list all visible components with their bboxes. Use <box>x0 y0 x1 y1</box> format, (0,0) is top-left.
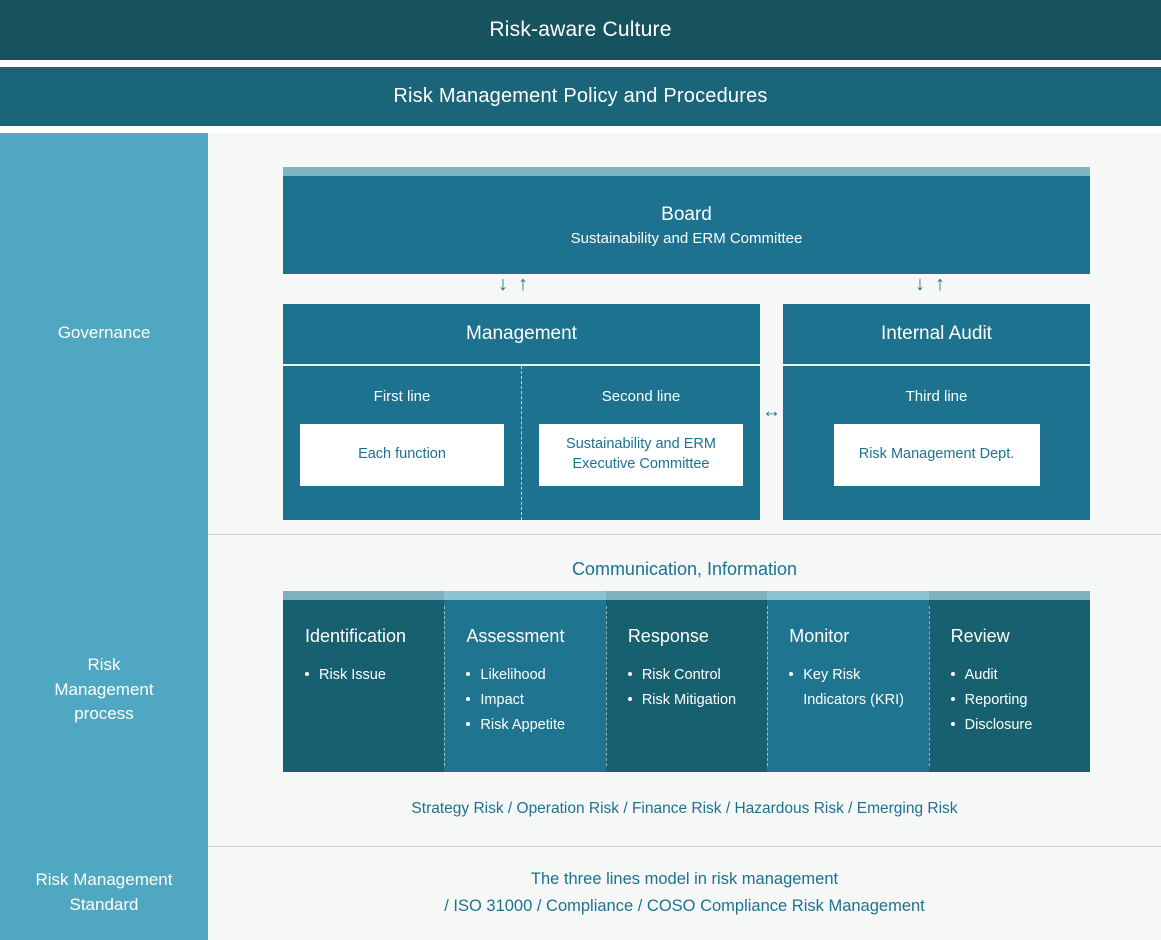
process-cap-strips <box>283 591 1091 600</box>
exec-committee-label: Sustainability and ERM Executive Committ… <box>566 435 716 474</box>
arrow-pair-management: ↓ ↑ <box>498 274 528 294</box>
risk-types-label: Strategy Risk / Operation Risk / Finance… <box>411 800 958 817</box>
process-step-items: Risk Control Risk Mitigation <box>627 663 767 713</box>
standard-text-block: The three lines model in risk management… <box>208 846 1161 940</box>
arrow-down-icon: ↓ <box>498 273 508 295</box>
process-step-monitor[interactable]: Monitor Key Risk Indicators (KRI) <box>767 600 929 772</box>
list-item: Risk Control <box>627 663 746 688</box>
third-line-column: Third line Risk Management Dept. <box>783 366 1090 520</box>
process-label-line1: Risk <box>87 655 121 675</box>
process-step-assessment[interactable]: Assessment Likelihood Impact Risk Appeti… <box>444 600 606 772</box>
process-label: Risk Management process <box>54 653 153 727</box>
rail-label-governance: Governance <box>0 133 208 534</box>
process-cap-monitor <box>767 591 929 600</box>
process-steps: Identification Risk Issue Assessment Lik… <box>283 600 1091 772</box>
risk-management-policy-banner: Risk Management Policy and Procedures <box>0 67 1161 126</box>
first-line-label: First line <box>373 388 431 405</box>
governance-content: Board Sustainability and ERM Committee ↓… <box>208 133 1161 534</box>
internal-audit-box[interactable]: Internal Audit Third line Risk Managemen… <box>783 304 1090 520</box>
internal-audit-title: Internal Audit <box>783 304 1090 366</box>
list-item: Audit <box>950 663 1069 688</box>
list-item: Reporting <box>950 688 1069 713</box>
process-content: Communication, Information Identificatio… <box>208 534 1161 846</box>
third-line-label: Third line <box>905 388 968 405</box>
second-line-label: Second line <box>601 388 681 405</box>
process-label-line3: process <box>74 704 134 724</box>
standard-line-2: / ISO 31000 / Compliance / COSO Complian… <box>444 897 925 915</box>
governance-label: Governance <box>57 323 151 343</box>
list-item: Risk Issue <box>305 663 423 688</box>
management-lines: First line Each function Second line Sus… <box>283 366 760 520</box>
process-step-title: Monitor <box>789 626 850 646</box>
process-step-response[interactable]: Response Risk Control Risk Mitigation <box>605 600 768 772</box>
list-item: Likelihood <box>466 663 584 688</box>
list-item: Risk Mitigation <box>627 688 746 713</box>
exec-committee-line2: Executive Committee <box>572 456 710 472</box>
arrow-up-icon: ↑ <box>518 273 528 295</box>
rail-label-process: Risk Management process <box>0 534 208 846</box>
process-step-title: Identification <box>305 626 407 646</box>
rail-label-standard: Risk Management Standard <box>0 846 208 940</box>
section-divider-process-standard <box>208 846 1161 847</box>
list-item: Disclosure <box>950 713 1069 738</box>
framework-body: Governance Board Sustainability and ERM … <box>0 133 1161 940</box>
board-subtitle: Sustainability and ERM Committee <box>570 229 803 247</box>
list-item: Impact <box>466 688 584 713</box>
process-cap-response <box>605 591 768 600</box>
each-function-card[interactable]: Each function <box>300 424 504 486</box>
process-cap-assessment <box>444 591 606 600</box>
sustainability-erm-exec-committee-card[interactable]: Sustainability and ERM Executive Committ… <box>539 424 743 486</box>
internal-audit-lines: Third line Risk Management Dept. <box>783 366 1090 520</box>
risk-management-standard-row: Risk Management Standard The three lines… <box>0 846 1161 940</box>
arrow-bidirectional-icon: ↔ <box>762 401 781 422</box>
risk-management-process-row: Risk Management process Communication, I… <box>0 534 1161 846</box>
risk-aware-culture-label: Risk-aware Culture <box>489 18 672 41</box>
second-line-column: Second line Sustainability and ERM Execu… <box>521 366 760 520</box>
standard-line-1: The three lines model in risk management <box>530 870 839 889</box>
process-step-identification[interactable]: Identification Risk Issue <box>283 600 445 772</box>
governance-columns: Management First line Each function Seco… <box>283 304 1090 520</box>
process-step-title: Review <box>950 626 1010 646</box>
management-audit-link-arrow: ↔ <box>760 304 783 520</box>
board-cap-strip <box>283 167 1090 176</box>
first-line-column: First line Each function <box>283 366 521 520</box>
arrow-up-icon: ↑ <box>935 273 945 295</box>
process-steps-block: Identification Risk Issue Assessment Lik… <box>283 591 1091 772</box>
board-connector-arrows: ↓ ↑ ↓ ↑ <box>283 274 1090 302</box>
process-step-items: Audit Reporting Disclosure <box>950 663 1090 738</box>
process-step-review[interactable]: Review Audit Reporting Disclosure <box>928 600 1091 772</box>
process-step-items: Key Risk Indicators (KRI) <box>789 663 928 713</box>
list-item: Key Risk Indicators (KRI) <box>789 663 907 713</box>
management-title: Management <box>283 304 760 366</box>
board-title: Board <box>661 203 712 225</box>
risk-management-dept-label: Risk Management Dept. <box>858 446 1015 463</box>
process-step-title: Assessment <box>466 626 565 646</box>
governance-row: Governance Board Sustainability and ERM … <box>0 133 1161 534</box>
board-box[interactable]: Board Sustainability and ERM Committee <box>283 176 1090 274</box>
each-function-label: Each function <box>358 446 446 463</box>
standard-label: Risk Management Standard <box>35 868 172 917</box>
list-item: Risk Appetite <box>466 713 584 738</box>
process-step-title: Response <box>627 626 709 646</box>
risk-management-dept-card[interactable]: Risk Management Dept. <box>833 424 1040 486</box>
process-step-items: Risk Issue <box>305 663 444 688</box>
standard-label-line2: Standard <box>69 895 139 914</box>
risk-aware-culture-banner: Risk-aware Culture <box>0 0 1161 60</box>
standard-label-line1: Risk Management <box>35 870 173 890</box>
standard-content: The three lines model in risk management… <box>208 846 1161 940</box>
exec-committee-line1: Sustainability and ERM <box>566 436 716 453</box>
risk-management-policy-label: Risk Management Policy and Procedures <box>393 85 768 107</box>
section-divider-governance-process <box>208 534 1161 535</box>
process-cap-review <box>928 591 1091 600</box>
process-step-items: Likelihood Impact Risk Appetite <box>466 663 605 738</box>
arrow-down-icon: ↓ <box>915 273 925 295</box>
management-box[interactable]: Management First line Each function Seco… <box>283 304 760 520</box>
arrow-pair-internal-audit: ↓ ↑ <box>915 274 945 294</box>
board-block: Board Sustainability and ERM Committee <box>283 167 1090 274</box>
communication-information-label: Communication, Information <box>571 559 798 579</box>
process-cap-identification <box>283 591 445 600</box>
process-label-line2: Management <box>54 679 154 699</box>
